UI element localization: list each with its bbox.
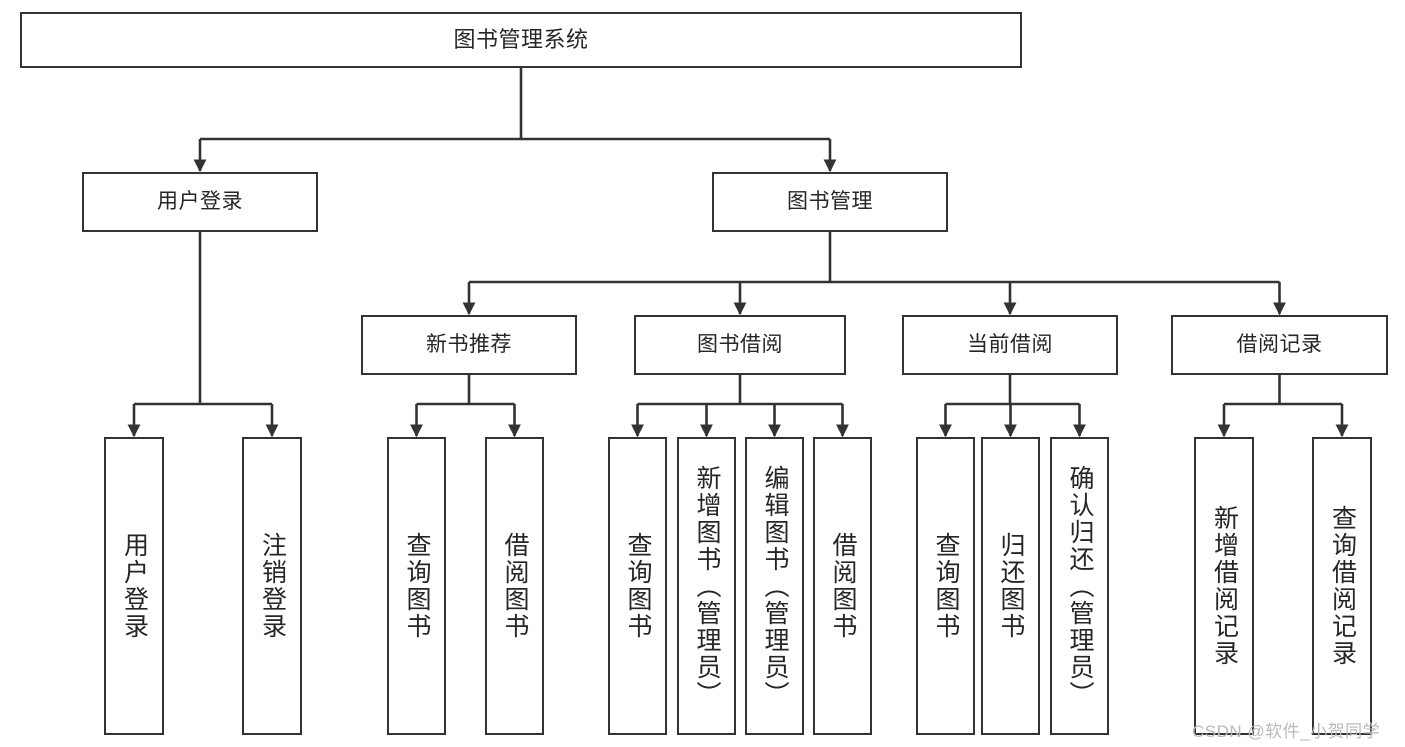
node-label: 图书管理系统 (453, 26, 589, 52)
node-label: 确认归还（管理员） (1066, 464, 1094, 708)
node-label: 查询图书 (403, 532, 431, 640)
node-label: 查询图书 (624, 532, 652, 640)
watermark: CSDN @软件_小贺同学 (1192, 722, 1381, 741)
leaf-query-borrow-record[interactable]: 查询借阅记录 (1312, 437, 1372, 735)
leaf-borrow-book-1[interactable]: 借阅图书 (485, 437, 544, 735)
leaf-user-login[interactable]: 用户登录 (104, 437, 164, 735)
node-label: 查询图书 (932, 532, 960, 640)
leaf-edit-book[interactable]: 编辑图书（管理员） (745, 437, 804, 735)
leaf-query-book-2[interactable]: 查询图书 (608, 437, 667, 735)
node-label: 借阅图书 (829, 532, 857, 640)
node-label: 新增借阅记录 (1210, 505, 1239, 667)
leaf-add-book[interactable]: 新增图书（管理员） (677, 437, 736, 735)
node-book-manage[interactable]: 图书管理 (712, 172, 948, 232)
node-book-borrow[interactable]: 图书借阅 (634, 315, 846, 375)
node-label: 注销登录 (258, 532, 287, 640)
node-label: 编辑图书（管理员） (761, 464, 789, 708)
leaf-return-book[interactable]: 归还图书 (981, 437, 1040, 735)
node-borrow-record[interactable]: 借阅记录 (1171, 315, 1388, 375)
node-label: 借阅记录 (1236, 333, 1323, 357)
node-label: 图书管理 (787, 190, 873, 214)
node-root[interactable]: 图书管理系统 (20, 12, 1022, 68)
leaf-borrow-book-2[interactable]: 借阅图书 (813, 437, 872, 735)
node-label: 借阅图书 (501, 532, 529, 640)
node-label: 查询借阅记录 (1328, 505, 1357, 667)
leaf-query-book-1[interactable]: 查询图书 (387, 437, 446, 735)
node-label: 新书推荐 (426, 333, 512, 357)
node-label: 归还图书 (997, 532, 1025, 640)
node-current-borrow[interactable]: 当前借阅 (902, 315, 1118, 375)
node-label: 图书借阅 (697, 333, 783, 357)
node-label: 当前借阅 (967, 333, 1053, 357)
leaf-logout[interactable]: 注销登录 (242, 437, 302, 735)
leaf-query-book-3[interactable]: 查询图书 (916, 437, 975, 735)
node-user-login[interactable]: 用户登录 (82, 172, 318, 232)
node-label: 用户登录 (157, 190, 243, 214)
leaf-add-borrow-record[interactable]: 新增借阅记录 (1194, 437, 1254, 735)
node-label: 新增图书（管理员） (693, 464, 721, 708)
node-label: 用户登录 (120, 532, 149, 640)
leaf-confirm-return[interactable]: 确认归还（管理员） (1050, 437, 1109, 735)
node-new-book-recommend[interactable]: 新书推荐 (361, 315, 577, 375)
